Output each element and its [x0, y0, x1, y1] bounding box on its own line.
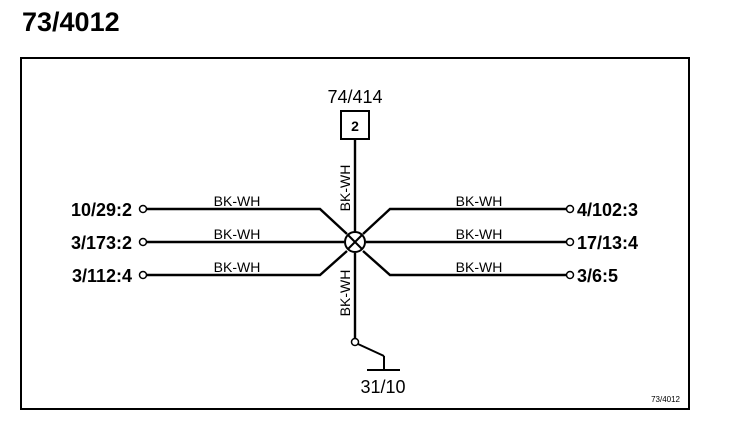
terminal-label-right-2: 17/13:4 — [577, 233, 638, 253]
wire-color-label: BK-WH — [456, 193, 503, 209]
page-title: 73/4012 — [22, 7, 120, 37]
wire-color-label: BK-WH — [214, 193, 261, 209]
wire-color-label-vertical: BK-WH — [337, 270, 353, 317]
wire-color-label-vertical: BK-WH — [337, 165, 353, 212]
wire-color-label: BK-WH — [456, 226, 503, 242]
wire-color-label: BK-WH — [214, 226, 261, 242]
terminal-left-1 — [138, 204, 148, 214]
wire-color-label: BK-WH — [214, 259, 261, 275]
terminal-right-2 — [565, 237, 575, 247]
connector-box-top — [340, 110, 370, 140]
terminal-left-3 — [138, 270, 148, 280]
terminal-label-right-1: 4/102:3 — [577, 200, 638, 220]
ground-label: 31/10 — [360, 377, 405, 397]
wire-color-label: BK-WH — [456, 259, 503, 275]
splice-node — [344, 231, 366, 253]
footer-code: 73/4012 — [651, 395, 680, 404]
terminal-right-1 — [565, 204, 575, 214]
top-component-label: 74/414 — [327, 87, 382, 107]
terminal-label-left-2: 3/173:2 — [71, 233, 132, 253]
terminal-left-2 — [138, 237, 148, 247]
wire-left-1 — [147, 207, 348, 235]
diagram-frame — [20, 57, 690, 410]
ground-symbol — [350, 337, 400, 371]
wire-left-3 — [147, 250, 348, 277]
terminal-label-left-1: 10/29:2 — [71, 200, 132, 220]
wire-right-1 — [362, 207, 566, 235]
terminal-label-right-3: 3/6:5 — [577, 266, 618, 286]
connector-pin-label: 2 — [351, 118, 359, 134]
terminal-right-3 — [565, 270, 575, 280]
terminal-label-left-3: 3/112:4 — [72, 266, 132, 286]
wire-right-3 — [362, 250, 566, 277]
